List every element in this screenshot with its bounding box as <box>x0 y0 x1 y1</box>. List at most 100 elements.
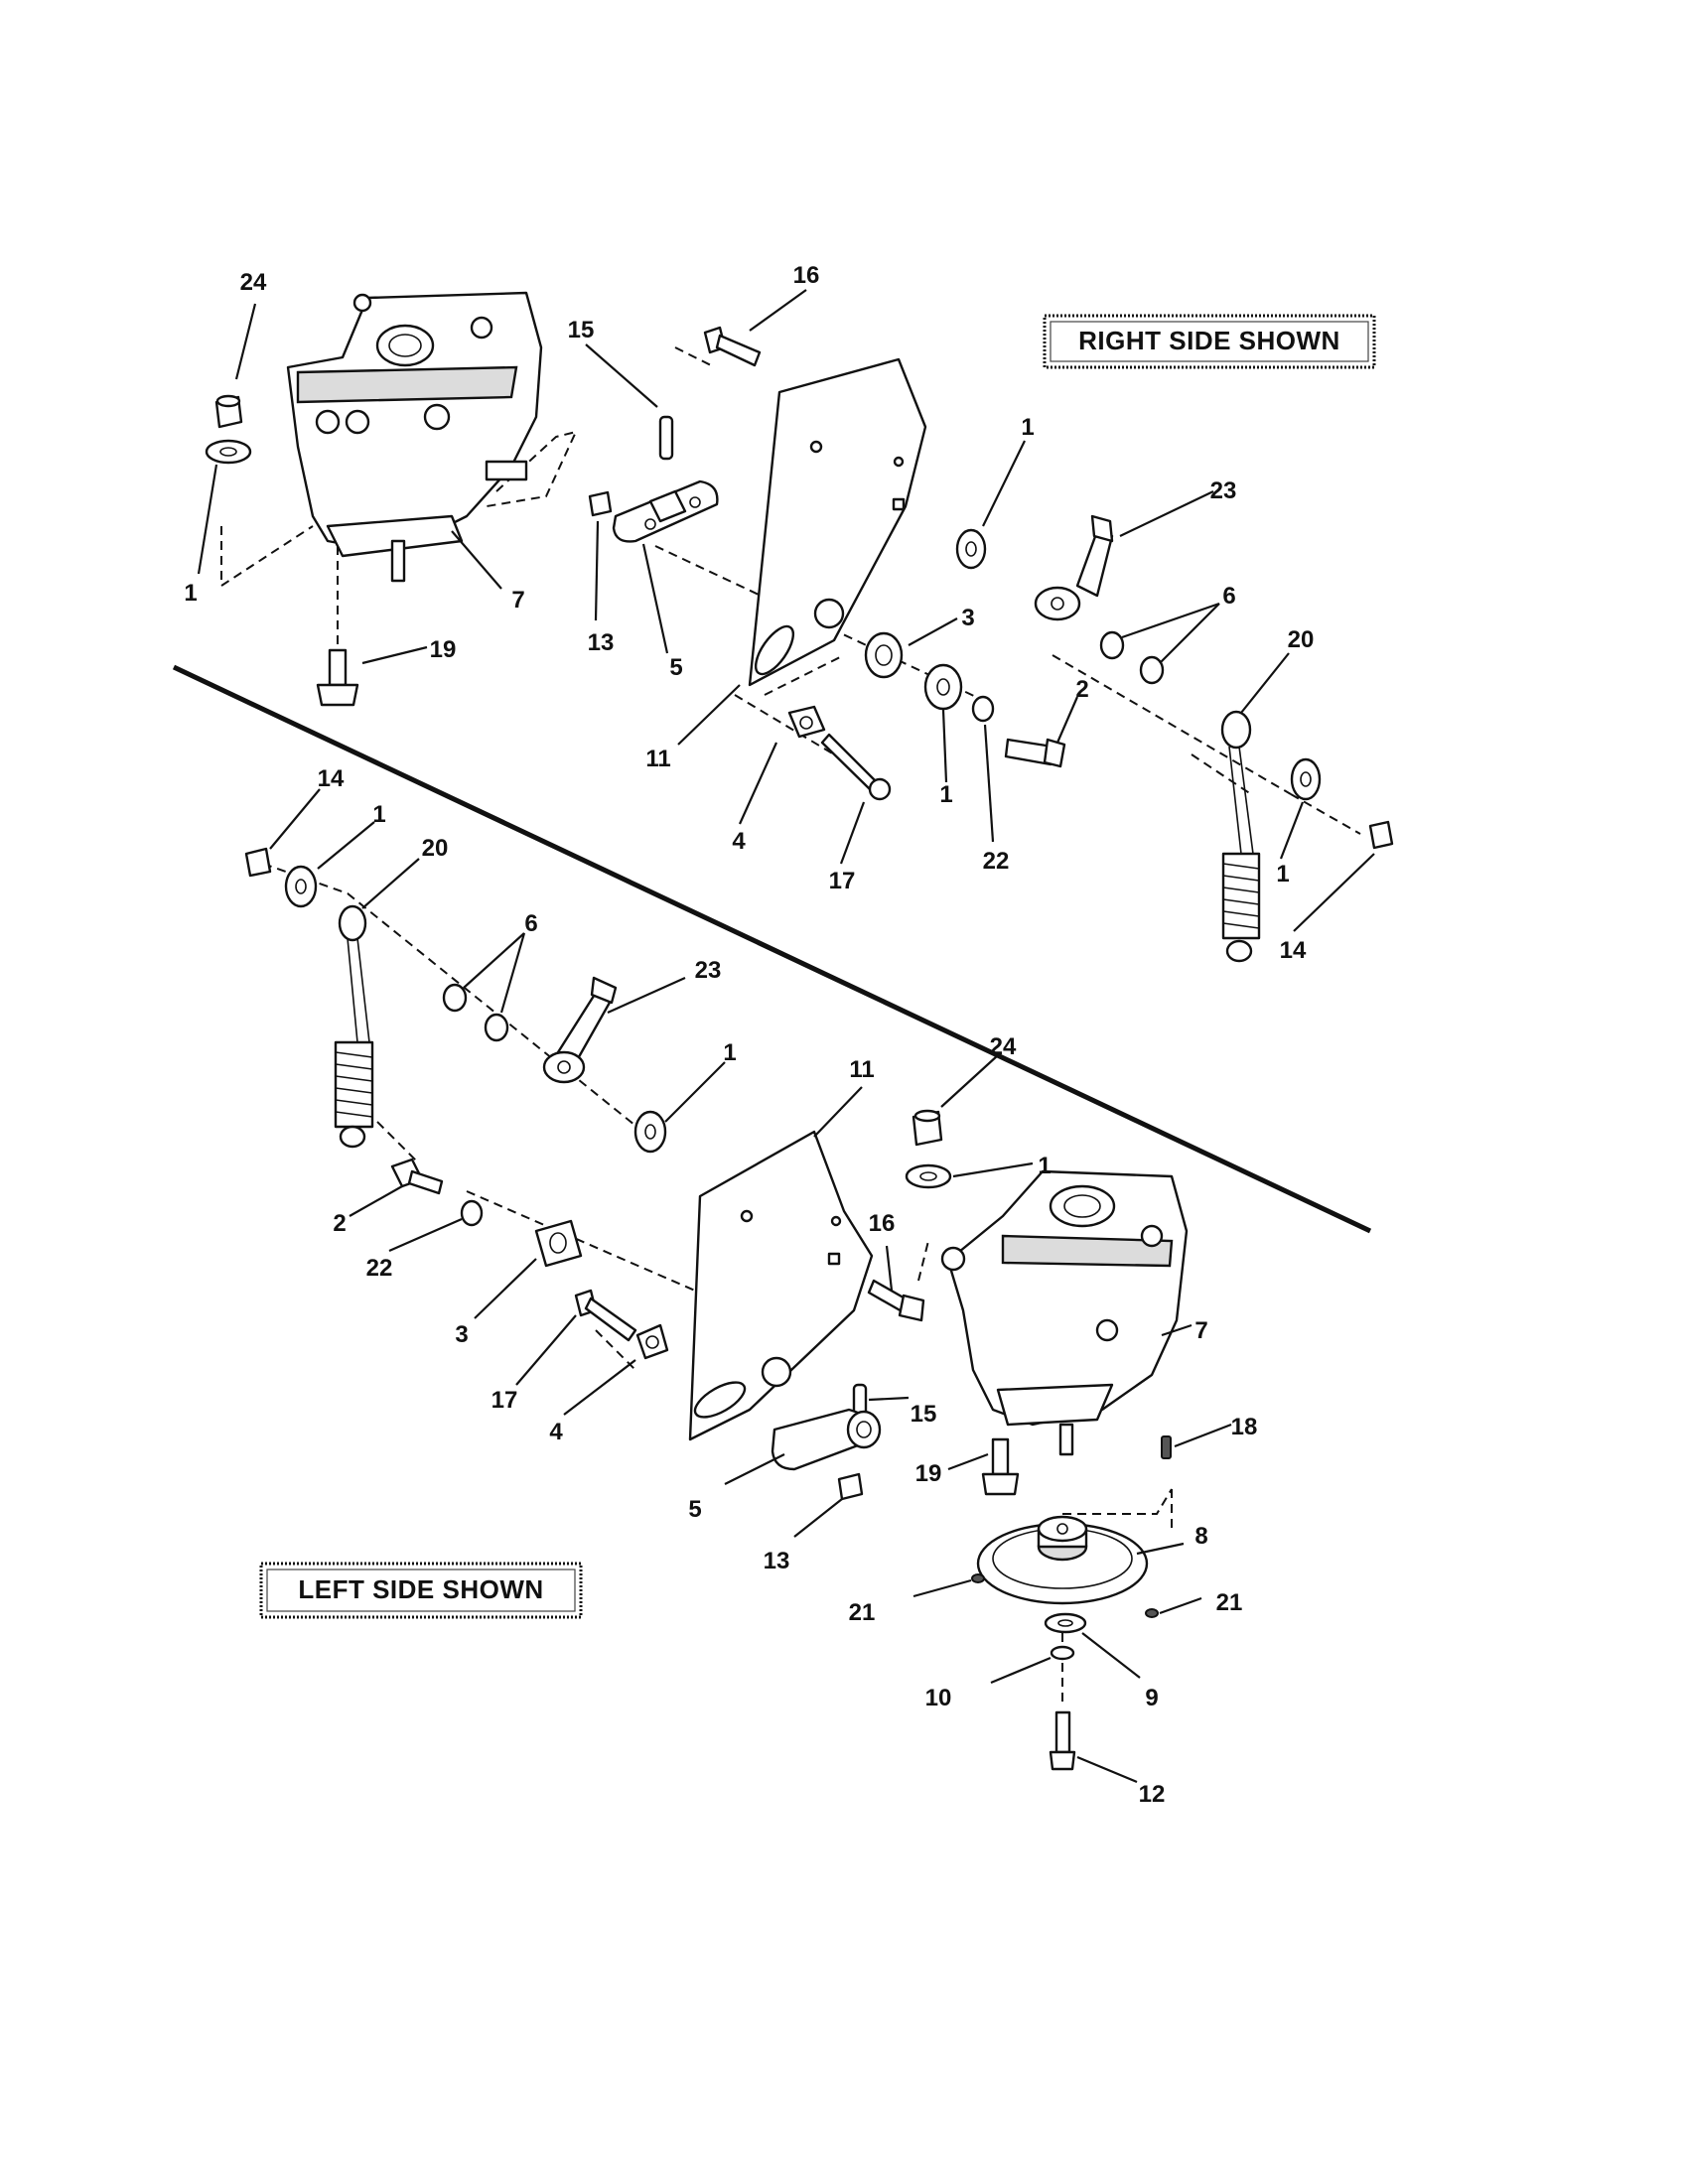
washer-1-top-center <box>955 528 987 570</box>
washer-1-bottom-center <box>633 1110 667 1154</box>
washer-1-bottom-right <box>905 1163 952 1189</box>
nut-13-bottom <box>837 1472 864 1501</box>
pulley-8 <box>976 1515 1149 1605</box>
svg-text:RIGHT SIDE SHOWN: RIGHT SIDE SHOWN <box>1078 326 1340 355</box>
callout-4-bottom: 4 <box>549 1419 563 1445</box>
lockwasher-10 <box>1050 1645 1075 1661</box>
bolt-16-top <box>703 326 762 367</box>
washer-6-bottom-b <box>484 1013 509 1042</box>
right-side-caption: RIGHT SIDE SHOWN <box>1043 314 1376 369</box>
callout-20-top: 20 <box>1288 626 1315 653</box>
callout-8: 8 <box>1194 1523 1207 1550</box>
bolt-2-top <box>1004 738 1066 768</box>
setscrew-18 <box>1161 1435 1172 1459</box>
callout-1-top-left: 1 <box>184 580 197 607</box>
arm-5-top <box>612 479 719 543</box>
transmission-bottom <box>940 1169 1189 1456</box>
callout-7-bottom: 7 <box>1194 1317 1207 1344</box>
bolt-19-bottom <box>981 1437 1020 1496</box>
callout-14-bottom: 14 <box>318 765 345 792</box>
bolt-17-top <box>820 733 892 801</box>
arm-5-bottom <box>771 1408 882 1471</box>
callout-17-top: 17 <box>829 868 856 894</box>
callout-18: 18 <box>1231 1414 1258 1440</box>
callout-14-top: 14 <box>1280 937 1307 964</box>
callout-2-top: 2 <box>1075 676 1088 703</box>
callout-5-top: 5 <box>669 654 682 681</box>
top-assembly-lines <box>220 346 1361 835</box>
washer-9 <box>1044 1612 1087 1634</box>
bolt-12 <box>1049 1710 1076 1771</box>
callout-23-bottom: 23 <box>695 957 722 984</box>
callout-1-top-right: 1 <box>1276 861 1289 887</box>
spring-20-bottom <box>334 904 374 1149</box>
callout-10: 10 <box>925 1685 952 1711</box>
washer-1-top-low <box>923 663 963 711</box>
callout-13-top: 13 <box>588 629 615 656</box>
callout-21-left: 21 <box>849 1599 876 1626</box>
callouts-top: 24 1 7 19 15 13 5 16 11 4 17 1 3 1 22 2 … <box>184 262 1314 964</box>
callout-17-bottom: 17 <box>491 1387 518 1414</box>
lever-23-bottom <box>542 976 618 1084</box>
callout-13-bottom: 13 <box>764 1548 790 1574</box>
callout-1-top-center: 1 <box>1021 414 1034 441</box>
setscrew-21-left <box>971 1573 985 1583</box>
lockwasher-22-top <box>971 695 995 723</box>
bushing-3-bottom <box>534 1219 583 1268</box>
nut-14-top <box>1368 820 1394 850</box>
callout-11-bottom: 11 <box>849 1056 874 1083</box>
bushing-3-top <box>864 631 904 679</box>
callout-11-top: 11 <box>645 746 670 772</box>
callout-2-bottom: 2 <box>333 1210 346 1237</box>
washer-1-top-left <box>205 439 252 465</box>
callout-7-top: 7 <box>511 587 524 614</box>
callout-3-bottom: 3 <box>455 1321 468 1348</box>
callout-16-top: 16 <box>793 262 820 289</box>
nut-4-top <box>787 705 826 739</box>
callout-22-top: 22 <box>983 848 1010 875</box>
svg-text:LEFT SIDE SHOWN: LEFT SIDE SHOWN <box>298 1574 543 1604</box>
callout-24-bottom: 24 <box>990 1033 1017 1060</box>
lever-23-top <box>1034 514 1114 621</box>
callout-6-bottom: 6 <box>524 910 537 937</box>
callouts-bottom: 14 1 20 6 23 1 2 22 3 17 4 11 16 15 5 13… <box>318 765 1258 1808</box>
transmission-top <box>286 291 543 583</box>
callout-22-bottom: 22 <box>366 1255 393 1282</box>
callout-15-bottom: 15 <box>911 1401 937 1428</box>
callout-5-bottom: 5 <box>688 1496 701 1523</box>
callout-1-top-low: 1 <box>939 781 952 808</box>
left-side-caption: LEFT SIDE SHOWN <box>259 1562 583 1619</box>
nut-14-bottom <box>244 847 272 878</box>
callout-3-top: 3 <box>961 605 974 631</box>
bolt-19-top <box>316 648 359 707</box>
callout-15-top: 15 <box>568 317 595 343</box>
callout-1-bottom-center: 1 <box>723 1039 736 1066</box>
callout-4-top: 4 <box>732 828 746 855</box>
callout-16-bottom: 16 <box>869 1210 896 1237</box>
washer-6-top-b <box>1139 655 1165 685</box>
pin-15-top <box>658 415 674 461</box>
callout-1-bottom-left: 1 <box>372 801 385 828</box>
spring-20-top <box>1220 710 1261 963</box>
washer-6-bottom-a <box>442 983 468 1013</box>
bolt-17-bottom <box>574 1289 637 1342</box>
callout-21-right: 21 <box>1216 1589 1243 1616</box>
leader-lines <box>197 289 1375 1784</box>
bolt-2-bottom <box>390 1158 444 1195</box>
callout-1-bottom-right: 1 <box>1038 1153 1051 1179</box>
callout-19-bottom: 19 <box>915 1460 942 1487</box>
callout-23-top: 23 <box>1210 478 1237 504</box>
washer-6-top-a <box>1099 630 1125 660</box>
washer-1-top-right <box>1290 757 1322 801</box>
callout-20-bottom: 20 <box>422 835 449 862</box>
section-divider <box>172 664 1372 1234</box>
bolt-16-bottom <box>867 1279 925 1322</box>
plate-11-bottom <box>688 1130 874 1441</box>
nut-24-top <box>214 394 243 429</box>
nut-4-bottom <box>635 1323 669 1360</box>
lockwasher-22-bottom <box>460 1199 484 1227</box>
callout-24-top: 24 <box>240 269 267 296</box>
nut-13-top <box>588 490 613 517</box>
setscrew-21-right <box>1145 1608 1159 1618</box>
